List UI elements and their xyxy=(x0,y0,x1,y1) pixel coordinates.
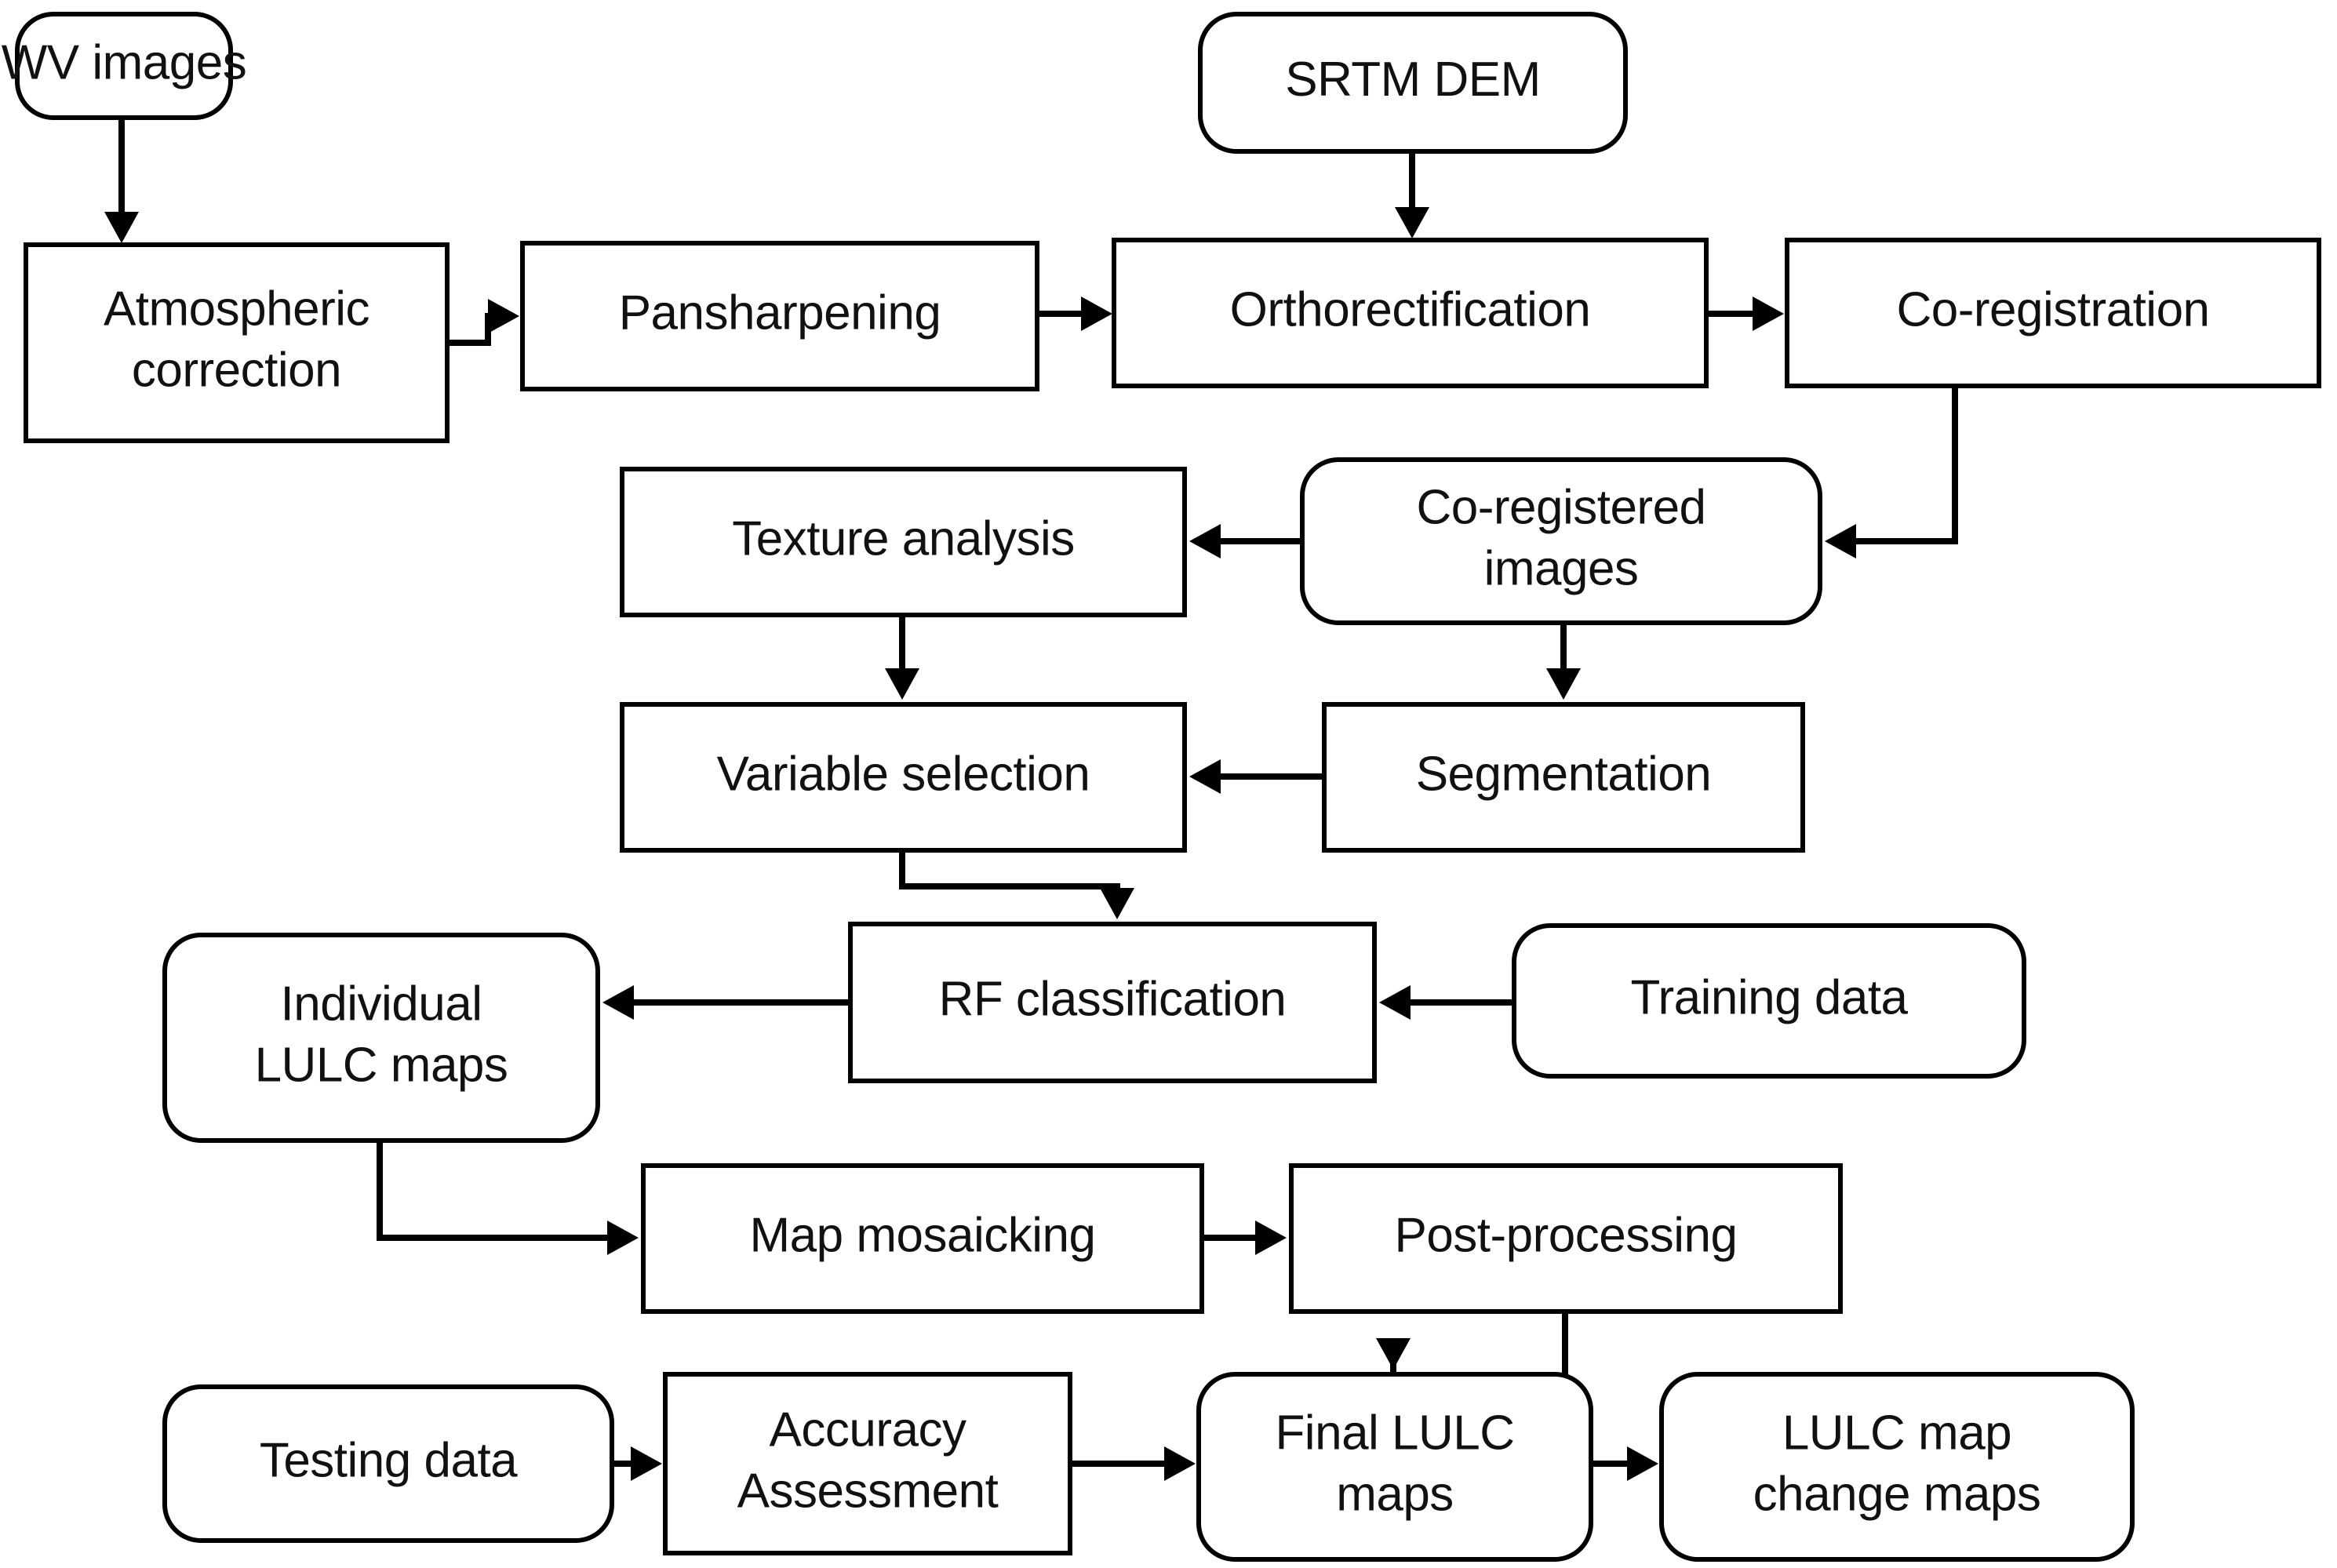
flow-edge xyxy=(602,985,849,1020)
flow-edge xyxy=(613,1446,662,1481)
flow-edge xyxy=(1546,624,1581,700)
flow-edge xyxy=(1072,1446,1196,1481)
node-shape xyxy=(1322,702,1805,853)
flow-node-srtm_dem[interactable]: SRTM DEM xyxy=(1198,12,1628,154)
nodes-layer: WV images SRTM DEM Atmospheric correction Pa… xyxy=(2,12,2321,1562)
node-label: Training data xyxy=(1630,970,1908,1024)
node-label: RF classification xyxy=(939,972,1287,1026)
node-label: Texture analysis xyxy=(732,511,1075,566)
flow-node-rf_classification[interactable]: RF classification xyxy=(848,922,1377,1083)
node-label: SRTM DEM xyxy=(1285,53,1541,107)
flow-edge xyxy=(1189,759,1323,794)
node-label: Post-processing xyxy=(1394,1208,1737,1262)
node-label: Map mosaicking xyxy=(750,1208,1096,1262)
node-shape xyxy=(15,12,233,120)
node-label: LULC map xyxy=(1782,1406,2011,1460)
flow-node-final_lulc[interactable]: Final LULC maps xyxy=(1196,1372,1593,1562)
node-shape xyxy=(620,467,1187,617)
node-shape xyxy=(162,1384,614,1543)
flow-node-post_processing[interactable]: Post-processing xyxy=(1289,1163,1843,1314)
flow-edge xyxy=(1825,387,1958,558)
node-label: Final LULC xyxy=(1275,1406,1514,1460)
flow-edge xyxy=(885,617,919,700)
node-label: Individual xyxy=(281,977,482,1031)
node-shape xyxy=(1300,457,1822,625)
flow-edge xyxy=(899,852,1134,919)
flow-edge xyxy=(449,299,519,346)
node-shape xyxy=(162,933,600,1143)
node-shape xyxy=(1112,238,1709,388)
flow-edge xyxy=(1379,985,1512,1020)
node-shape xyxy=(641,1163,1204,1314)
flow-edge xyxy=(1039,297,1112,331)
flow-edge xyxy=(104,119,139,243)
node-shape xyxy=(1512,923,2026,1079)
node-shape xyxy=(1196,1372,1593,1562)
flow-edge xyxy=(1593,1446,1658,1481)
node-label: images xyxy=(1484,541,1639,595)
node-label: Segmentation xyxy=(1416,747,1712,801)
flow-node-testing_data[interactable]: Testing data xyxy=(162,1384,614,1543)
flow-node-orthorect[interactable]: Orthorectification xyxy=(1112,238,1709,388)
flow-node-variable_sel[interactable]: Variable selection xyxy=(620,702,1187,853)
node-shape xyxy=(520,241,1039,391)
node-label: Assessment xyxy=(737,1464,999,1518)
flow-node-lulc_change[interactable]: LULC map change maps xyxy=(1659,1372,2135,1562)
flow-node-texture_analysis[interactable]: Texture analysis xyxy=(620,467,1187,617)
flow-node-coreg_images[interactable]: Co-registered images xyxy=(1300,457,1822,625)
node-label: change maps xyxy=(1753,1467,2041,1521)
flow-edge xyxy=(1708,297,1784,331)
flow-edge xyxy=(377,1142,639,1255)
node-label: Variable selection xyxy=(717,747,1090,801)
flow-node-coregistration[interactable]: Co-registration xyxy=(1785,238,2321,388)
node-label: Atmospheric xyxy=(104,282,369,336)
node-shape xyxy=(24,242,450,443)
flow-edge xyxy=(1203,1221,1287,1255)
flow-edge xyxy=(1395,153,1429,238)
node-label: LULC maps xyxy=(255,1038,508,1092)
node-shape xyxy=(1198,12,1628,154)
flow-node-map_mosaicking[interactable]: Map mosaicking xyxy=(641,1163,1204,1314)
node-label: WV images xyxy=(2,35,246,89)
node-shape xyxy=(620,702,1187,853)
node-label: Accuracy xyxy=(770,1402,966,1457)
flow-node-atm_correction[interactable]: Atmospheric correction xyxy=(24,242,450,443)
node-label: Testing data xyxy=(260,1433,518,1487)
node-shape xyxy=(848,922,1377,1083)
node-label: Orthorectification xyxy=(1230,282,1591,337)
flow-node-wv_images[interactable]: WV images xyxy=(2,12,247,120)
flow-node-training_data[interactable]: Training data xyxy=(1512,923,2026,1079)
flow-node-segmentation[interactable]: Segmentation xyxy=(1322,702,1805,853)
node-shape xyxy=(1659,1372,2135,1562)
node-label: maps xyxy=(1336,1467,1454,1521)
flow-edge xyxy=(1189,524,1301,558)
node-shape xyxy=(1289,1163,1843,1314)
node-label: Co-registration xyxy=(1896,282,2209,337)
node-label: Pansharpening xyxy=(619,286,941,340)
node-shape xyxy=(663,1372,1072,1555)
node-label: Co-registered xyxy=(1416,480,1705,534)
flow-node-pansharpening[interactable]: Pansharpening xyxy=(520,241,1039,391)
node-label: correction xyxy=(132,343,341,397)
node-shape xyxy=(1785,238,2321,388)
